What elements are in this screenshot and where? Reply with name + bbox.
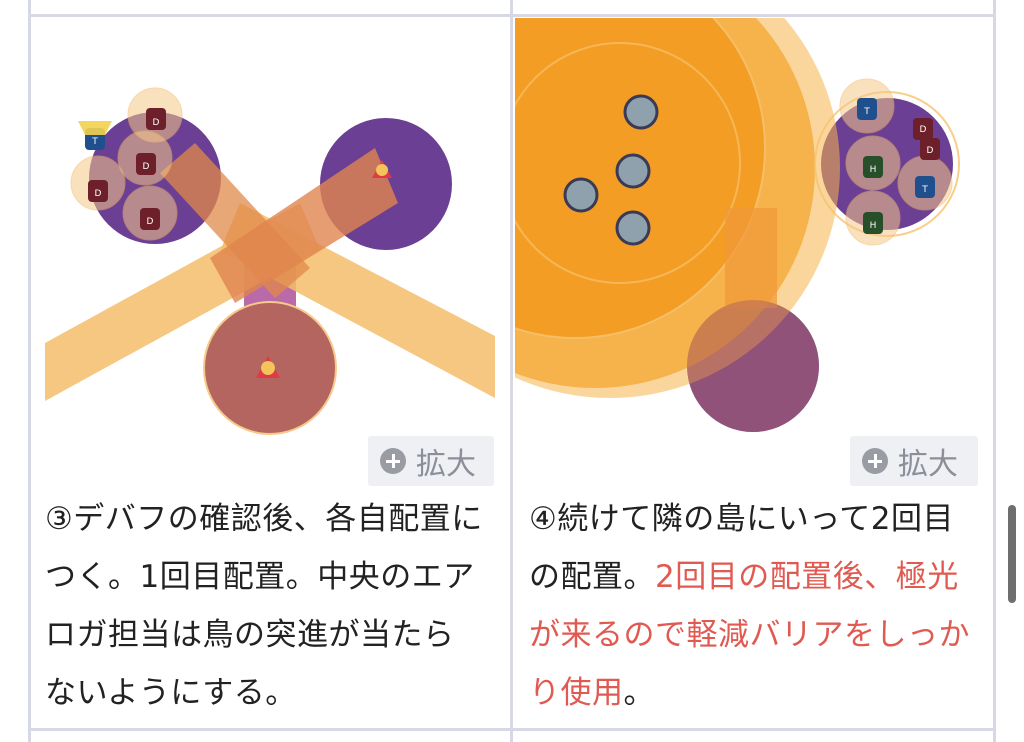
svg-text:D: D bbox=[147, 217, 154, 227]
caption-step-4: ④続けて隣の島にいって2回目の配置。2回目の配置後、極光が来るので軽減バリアをし… bbox=[529, 490, 981, 722]
caption-text-2: 。 bbox=[623, 675, 655, 711]
island-bottom-overlap bbox=[687, 300, 819, 432]
grid-line-middle bbox=[510, 0, 513, 742]
caption-step-3: ③デバフの確認後、各自配置につく。1回目配置。中央のエアロガ担当は鳥の突進が当た… bbox=[45, 490, 485, 722]
zoom-button-step-4[interactable]: 拡大 bbox=[850, 436, 978, 486]
player-markers-right: T H T H D D bbox=[839, 78, 953, 246]
svg-text:D: D bbox=[143, 162, 150, 172]
svg-text:D: D bbox=[927, 146, 934, 156]
strategy-card-step-4: T H T H D D 拡大 ④続けて隣の島にいって2回目の配置。2回目の配置後… bbox=[515, 18, 993, 728]
strategy-card-step-3: D D D D T 拡大 ③デバフの確認後、各自配置につく。1回目配置。中央のエ… bbox=[30, 18, 510, 728]
zoom-plus-icon bbox=[862, 448, 888, 474]
zoom-label: 拡大 bbox=[416, 447, 476, 482]
boss-marker-right bbox=[372, 160, 392, 178]
diagram-step-3[interactable]: D D D D T bbox=[30, 18, 510, 438]
pillars bbox=[563, 94, 659, 246]
svg-text:D: D bbox=[920, 125, 927, 135]
grid-line-right bbox=[993, 0, 996, 742]
boss-marker-bottom bbox=[256, 356, 280, 378]
zoom-label: 拡大 bbox=[898, 447, 958, 482]
svg-text:T: T bbox=[921, 185, 928, 195]
diagram-step-4[interactable]: T H T H D D bbox=[515, 18, 993, 438]
beam-right-diagonal bbox=[210, 148, 398, 303]
caption-text: ③デバフの確認後、各自配置につく。1回目配置。中央のエアロガ担当は鳥の突進が当た… bbox=[45, 501, 483, 711]
svg-text:T: T bbox=[91, 137, 98, 147]
caption-text-1: ④続けて隣の島にいって2回目の配置。 bbox=[529, 501, 954, 595]
svg-text:H: H bbox=[870, 165, 877, 175]
svg-text:D: D bbox=[95, 189, 102, 199]
zoom-plus-icon bbox=[380, 448, 406, 474]
svg-text:H: H bbox=[870, 221, 877, 231]
page-scrollbar[interactable] bbox=[1008, 505, 1016, 603]
bridge-right bbox=[725, 208, 777, 308]
grid-line-left bbox=[28, 0, 31, 742]
zoom-button-step-3[interactable]: 拡大 bbox=[368, 436, 494, 486]
svg-text:D: D bbox=[153, 118, 160, 128]
svg-text:T: T bbox=[863, 107, 870, 117]
caption-text-warning: 2回目の配置後、極光が来るので軽減バリアをしっかり使用 bbox=[529, 559, 970, 711]
player-markers-left: D D D D T bbox=[70, 87, 183, 241]
